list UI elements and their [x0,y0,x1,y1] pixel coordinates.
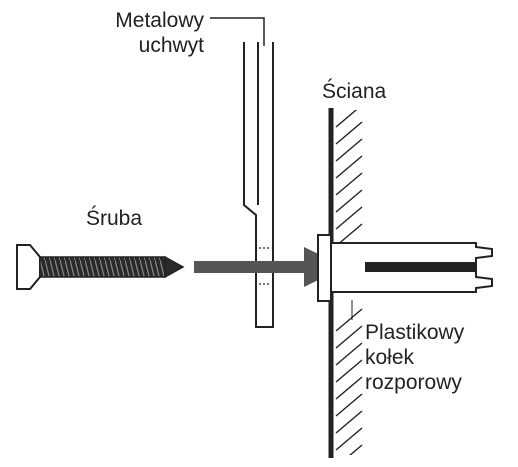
anchor-label: Plastikowy kołek rozporowy [365,320,464,395]
bracket-label: Metalowy uchwyt [84,8,204,58]
anchor-label-line2: kołek [365,346,415,369]
hatch-stroke [336,462,362,467]
screw-label: Śruba [86,207,143,230]
arrow-shaft [194,261,312,273]
hatch-stroke [335,206,363,230]
hatch-stroke [335,359,363,383]
hatch-stroke [335,110,358,128]
hatch-stroke [349,444,363,455]
plastic-anchor [317,234,493,302]
hatch-stroke [335,376,363,400]
hatch-stroke [335,325,363,349]
screw-head [16,244,41,290]
screw-shank [39,256,166,278]
screw [16,244,185,290]
anchor-label-line1: Plastikowy [365,321,465,344]
wall-label: Ściana [322,80,387,103]
hatch-stroke [335,155,363,179]
anchor-collar [317,234,332,302]
wall-hatching [335,110,363,467]
hatch-stroke [335,410,363,434]
bracket-label-line2: uchwyt [138,34,204,57]
bracket-label-line1: Metalowy [115,9,204,32]
hatch-stroke [335,172,363,196]
anchor-label-line3: rozporowy [365,371,462,394]
hatch-stroke [335,427,363,451]
hatch-stroke [335,138,363,162]
hatch-stroke [335,342,363,366]
hatch-stroke [335,308,363,332]
hatch-stroke [335,121,363,145]
metal-bracket [243,42,274,328]
hatch-stroke [335,393,363,417]
hatch-stroke [335,189,363,213]
screw-tip [164,255,185,279]
bracket-leader-line [210,17,265,46]
